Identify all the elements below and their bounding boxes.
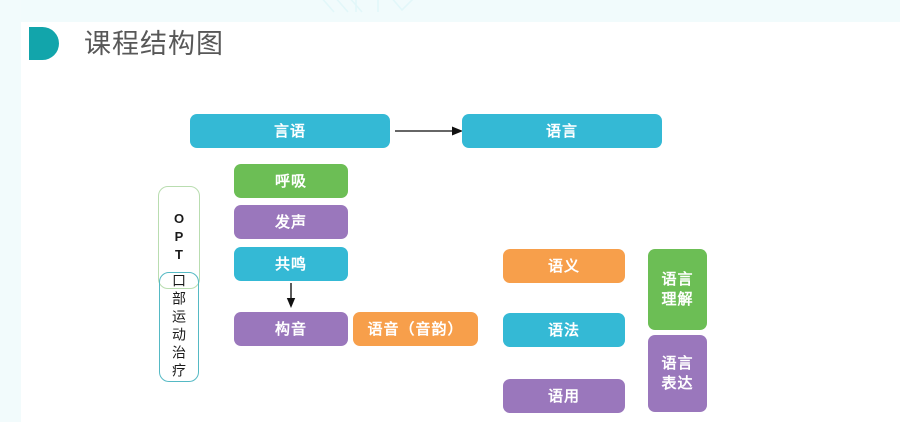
watermark-logo (322, 0, 414, 13)
node-articulation[interactable]: 构音 (234, 312, 348, 346)
node-language[interactable]: 语言 (462, 114, 662, 148)
node-semantics[interactable]: 语义 (503, 249, 625, 283)
node-phonology[interactable]: 语音（音韵） (353, 312, 478, 346)
opt-fullname-label: 口部运动治疗 (171, 273, 187, 381)
title-decoration-icon (29, 27, 59, 60)
node-breathing[interactable]: 呼吸 (234, 164, 348, 198)
background-left-band (0, 0, 21, 422)
node-resonance[interactable]: 共鸣 (234, 247, 348, 281)
node-language-comprehension[interactable]: 语言理解 (648, 249, 707, 330)
opt-abbrev-label: OPT (171, 210, 187, 265)
page-title: 课程结构图 (84, 29, 224, 59)
node-syntax[interactable]: 语法 (503, 313, 625, 347)
opt-abbrev-box[interactable]: OPT (158, 186, 200, 289)
node-phonation[interactable]: 发声 (234, 205, 348, 239)
down-arrow-icon (286, 283, 296, 308)
right-arrow-icon (395, 126, 463, 136)
node-language-comprehension-label: 语言理解 (661, 270, 694, 308)
background-top-band (0, 0, 900, 22)
node-language-expression-label: 语言表达 (661, 354, 694, 392)
node-pragmatics[interactable]: 语用 (503, 379, 625, 413)
node-language-expression[interactable]: 语言表达 (648, 335, 707, 412)
node-speech[interactable]: 言语 (190, 114, 390, 148)
opt-fullname-box[interactable]: 口部运动治疗 (159, 272, 199, 382)
